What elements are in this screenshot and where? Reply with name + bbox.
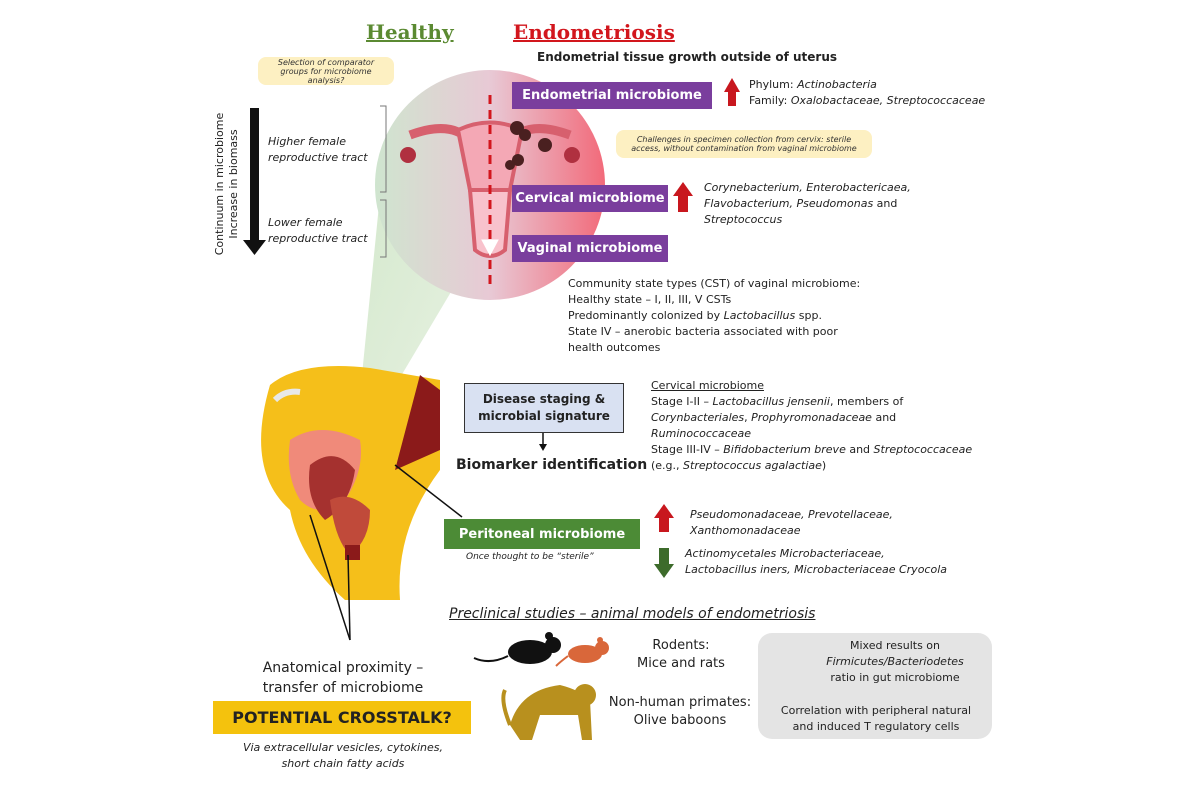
biomarker-identification: Biomarker identification	[456, 457, 647, 473]
continuum-arrow-shaft	[250, 108, 259, 243]
endometriosis-subtitle: Endometrial tissue growth outside of ute…	[537, 50, 837, 64]
rat-icon	[556, 637, 609, 666]
rodents-label: Rodents: Mice and rats	[626, 637, 736, 673]
treg-correlation-text: Correlation with peripheral natural and …	[768, 703, 984, 735]
continuum-label: Continuum in microbiome Increase in biom…	[213, 109, 241, 259]
peritoneal-note: Once thought to be “sterile”	[466, 552, 594, 562]
cervical-taxa: Corynebacterium, Enterobactericaea, Flav…	[704, 180, 1004, 228]
lower-tract-label: Lower female reproductive tract	[268, 215, 383, 247]
peritoneal-microbiome-label: Peritoneal microbiome	[444, 519, 640, 549]
down-arrow-icon	[654, 548, 674, 578]
mixed-results-text: Mixed results on Firmicutes/Bacteriodete…	[810, 638, 980, 686]
peritoneal-increased-taxa: Pseudomonadaceae, Prevotellaceae, Xantho…	[690, 507, 990, 539]
crosstalk-via-text: Via extracellular vesicles, cytokines, s…	[228, 740, 458, 772]
pelvis-illustration	[261, 366, 440, 600]
preclinical-heading: Preclinical studies – animal models of e…	[449, 606, 815, 622]
endometriosis-title: Endometriosis	[513, 20, 675, 44]
cervix-challenges-note: Challenges in specimen collection from c…	[616, 130, 872, 158]
endometrial-taxa: Phylum: Actinobacteria Family: Oxalobact…	[749, 77, 1049, 109]
potential-crosstalk-label: POTENTIAL CROSSTALK?	[213, 701, 471, 734]
up-arrow-icon	[654, 504, 674, 532]
cervical-microbiome-label: Cervical microbiome	[512, 185, 668, 212]
baboon-icon	[503, 684, 596, 740]
vaginal-cst-text: Community state types (CST) of vaginal m…	[568, 276, 908, 356]
primates-label: Non-human primates: Olive baboons	[600, 694, 760, 730]
upper-tract-label: Higher female reproductive tract	[268, 134, 383, 166]
continuum-arrow-head	[243, 240, 266, 255]
disease-staging-box: Disease staging & microbial signature	[464, 383, 624, 433]
up-arrow-icon	[673, 182, 693, 212]
vaginal-microbiome-label: Vaginal microbiome	[512, 235, 668, 262]
mouse-icon	[474, 632, 561, 664]
endometrial-microbiome-label: Endometrial microbiome	[512, 82, 712, 109]
up-arrow-icon	[724, 78, 740, 106]
peritoneal-decreased-taxa: Actinomycetales Microbacteriaceae, Lacto…	[685, 546, 1005, 578]
staging-cervical-text: Cervical microbiome Stage I-II – Lactoba…	[651, 378, 1011, 474]
comparator-note: Selection of comparator groups for micro…	[258, 57, 394, 85]
healthy-title: Healthy	[366, 20, 454, 44]
anatomical-proximity-text: Anatomical proximity – transfer of micro…	[243, 658, 443, 698]
